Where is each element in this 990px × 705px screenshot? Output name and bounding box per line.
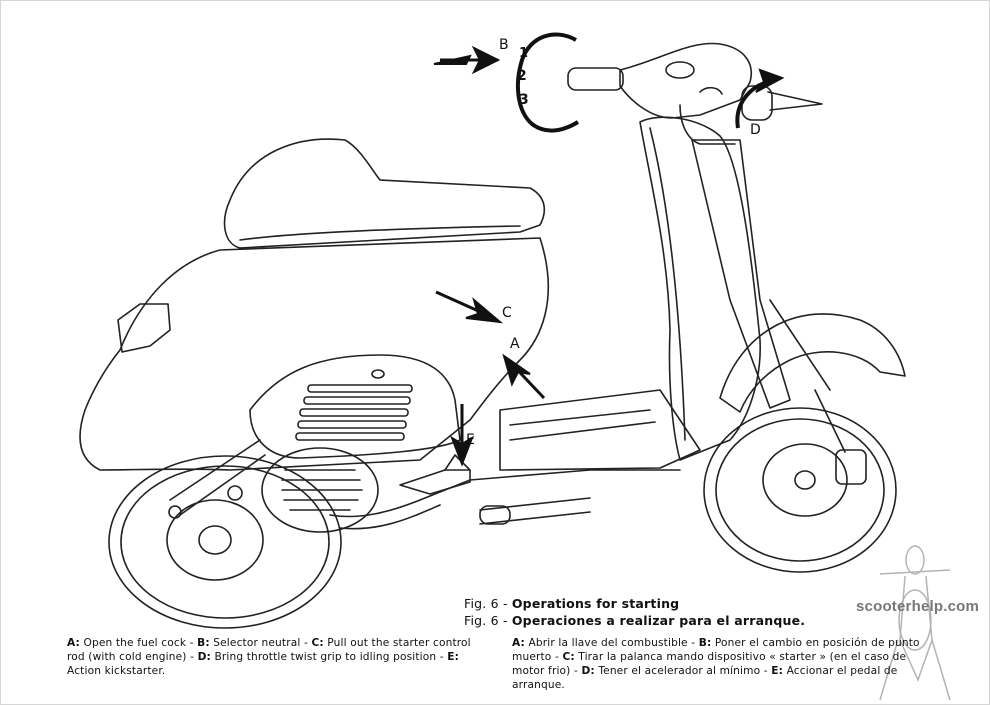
- figure-title-es: Fig. 6 - Operaciones a realizar para el …: [464, 613, 805, 628]
- caption-es-key-c: C:: [562, 651, 575, 663]
- label-e: E: [466, 432, 475, 448]
- caption-es-text-c: Tirar la palanca mando dispositivo « sta…: [512, 651, 907, 677]
- arrow-e: [450, 404, 474, 467]
- label-a: A: [510, 336, 520, 352]
- caption-spanish: A: Abrir la llave del combustible - B: P…: [512, 636, 924, 692]
- label-b: B: [499, 37, 509, 53]
- caption-english: A: Open the fuel cock - B: Selector neut…: [67, 636, 479, 678]
- arrow-d: [735, 68, 785, 129]
- scooter-body: [79, 237, 549, 471]
- floorboard: [499, 389, 701, 471]
- caption-en-key-a: A:: [67, 637, 80, 649]
- caption-en-text-d: Bring throttle twist grip to idling posi…: [210, 651, 448, 663]
- caption-en-text-a: Open the fuel cock -: [79, 637, 198, 649]
- figure-title-en: Fig. 6 - Operations for starting: [464, 596, 679, 611]
- caption-en-key-d: D:: [197, 651, 211, 663]
- front-mudguard: [719, 313, 906, 413]
- figure-heading-en: Operations for starting: [511, 596, 680, 611]
- selector-mark-1: 1: [519, 46, 529, 61]
- caption-es-text-d: Tener el acelerador al mínimo -: [594, 665, 772, 677]
- kickstarter: [399, 454, 471, 495]
- arrow-b: [433, 45, 501, 75]
- figure-heading-es: Operaciones a realizar para el arranque.: [511, 613, 806, 628]
- caption-en-text-b: Selector neutral -: [209, 637, 312, 649]
- watermark-text: scooterhelp.com: [856, 598, 980, 615]
- caption-en-text-c: Pull out the starter control rod (with c…: [67, 637, 471, 663]
- caption-es-key-a: A:: [512, 637, 525, 649]
- caption-es-key-e: E:: [771, 665, 784, 677]
- caption-es-key-b: B:: [698, 637, 712, 649]
- steering-column: [691, 139, 791, 409]
- caption-en-text-e: Action kickstarter.: [67, 665, 166, 677]
- figure-prefix-es: Fig. 6 -: [464, 613, 512, 628]
- caption-es-text-e: Accionar el pedal de arranque.: [512, 665, 898, 691]
- rear-wheel: [108, 455, 342, 629]
- gear-selector-dial: [515, 32, 580, 133]
- label-c: C: [502, 305, 512, 321]
- engine-cowl: [249, 354, 461, 459]
- arrow-c: [435, 290, 504, 324]
- flywheel-cover: [261, 447, 379, 533]
- caption-es-text-b: Poner el cambio en posición de punto mue…: [512, 637, 920, 663]
- watermark-logo: [879, 545, 951, 701]
- caption-en-key-c: C:: [311, 637, 324, 649]
- caption-en-key-b: B:: [197, 637, 210, 649]
- selector-mark-2: 2: [517, 68, 527, 84]
- figure-prefix-en: Fig. 6 -: [464, 596, 512, 611]
- seat: [223, 138, 546, 249]
- cowl-vents: [295, 384, 413, 441]
- handlebar: [567, 42, 823, 145]
- caption-es-key-d: D:: [581, 665, 595, 677]
- arrow-a: [502, 353, 546, 400]
- label-d: D: [750, 122, 761, 138]
- front-wheel: [703, 407, 897, 573]
- caption-en-key-e: E:: [447, 651, 460, 663]
- caption-es-text-a: Abrir la llave del combustible -: [524, 637, 699, 649]
- tail-light: [117, 303, 171, 353]
- leg-shield: [639, 116, 761, 461]
- selector-mark-3: 3: [519, 92, 529, 108]
